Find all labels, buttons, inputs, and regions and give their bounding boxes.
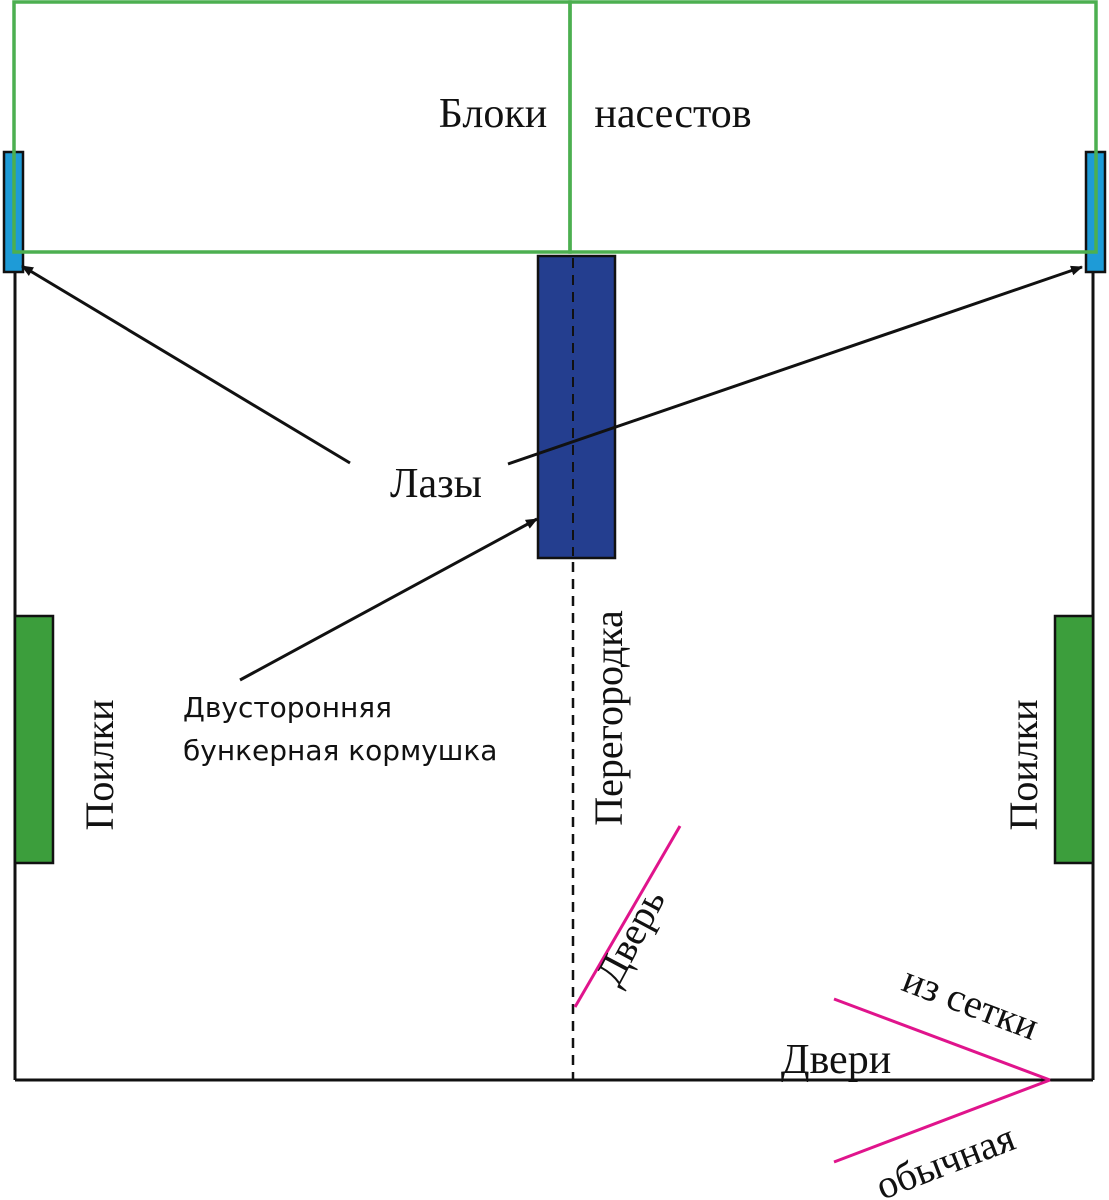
arrow-to-right-passage: [507, 265, 1083, 466]
regular-door: [833, 1078, 1051, 1164]
mesh-door-label: из сетки: [897, 956, 1045, 1049]
inner-door-label: Дверь: [586, 881, 674, 992]
arrow-to-feeder: [239, 517, 538, 682]
mesh-door: [833, 997, 1051, 1082]
passages-label: Лазы: [390, 461, 482, 507]
feeder-label-line2: бункерная кормушка: [183, 734, 497, 767]
double-sided-feeder: [536, 254, 617, 560]
left-drinkers-label: Поилки: [77, 699, 122, 830]
right-drinkers-label: Поилки: [1001, 699, 1046, 830]
regular-door-label: обычная: [869, 1114, 1020, 1200]
right-drinker: [1053, 614, 1095, 865]
perch-block-right: [568, 0, 1098, 254]
doors-label: Двери: [781, 1037, 891, 1083]
inner-door: [573, 825, 682, 1008]
feeder-label-line1: Двусторонняя: [183, 691, 392, 724]
left-drinker: [13, 614, 55, 865]
arrow-to-left-passage: [21, 264, 351, 465]
perch-blocks-label-word1: Блоки: [439, 91, 547, 137]
perch-blocks-label-word2: насестов: [594, 91, 751, 137]
partition-label: Перегородка: [586, 610, 631, 826]
